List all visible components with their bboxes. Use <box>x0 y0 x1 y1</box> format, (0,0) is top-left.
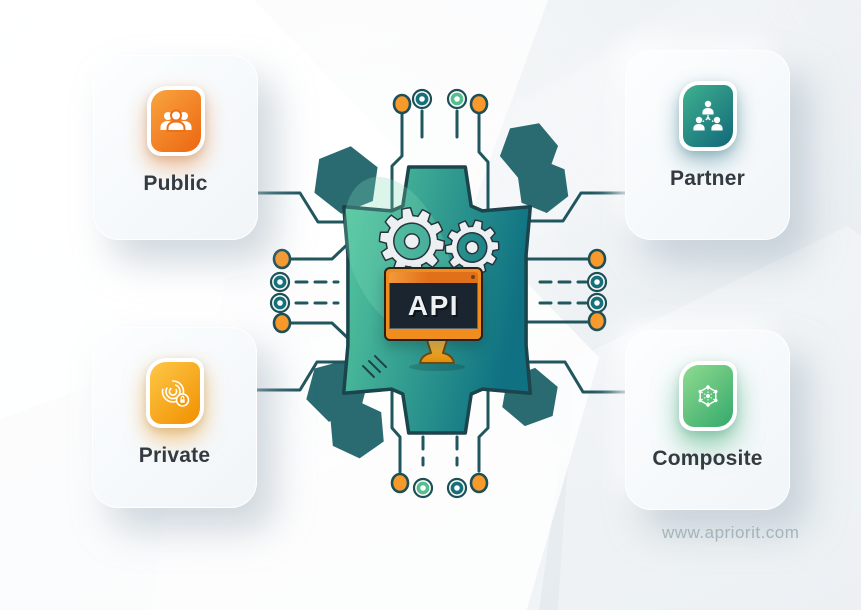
hex-network-icon <box>682 365 733 427</box>
monitor-stand <box>409 339 465 371</box>
card-label: Composite <box>652 447 763 470</box>
card-private: Private <box>92 327 257 508</box>
connector-partner <box>510 191 629 223</box>
org-hierarchy-icon <box>682 85 733 147</box>
connector-public <box>253 191 358 224</box>
card-label: Public <box>143 172 208 195</box>
connector-private <box>251 360 358 392</box>
connector-composite <box>506 360 629 394</box>
people-group-icon <box>150 90 201 152</box>
api-label: API <box>407 289 460 321</box>
card-public: Public <box>93 55 258 240</box>
card-label: Private <box>138 444 211 467</box>
card-label: Partner <box>670 167 745 190</box>
card-partner: Partner <box>625 50 790 240</box>
api-monitor: API <box>384 267 483 341</box>
monitor-screen: API <box>389 283 478 329</box>
icon-plate <box>678 81 737 151</box>
watermark: www.apriorit.com <box>662 523 800 542</box>
titlebar-dot <box>471 275 475 279</box>
card-composite: Composite <box>625 330 790 510</box>
icon-plate <box>678 361 737 431</box>
ring-nodes <box>269 88 608 499</box>
circuit-nodes <box>269 88 608 499</box>
fingerprint-lock-icon <box>149 362 200 424</box>
icon-plate <box>146 86 205 156</box>
icon-plate <box>145 358 204 428</box>
gear-hatch-marks <box>362 355 387 378</box>
orange-nodes <box>272 93 607 494</box>
monitor-titlebar <box>389 272 478 283</box>
